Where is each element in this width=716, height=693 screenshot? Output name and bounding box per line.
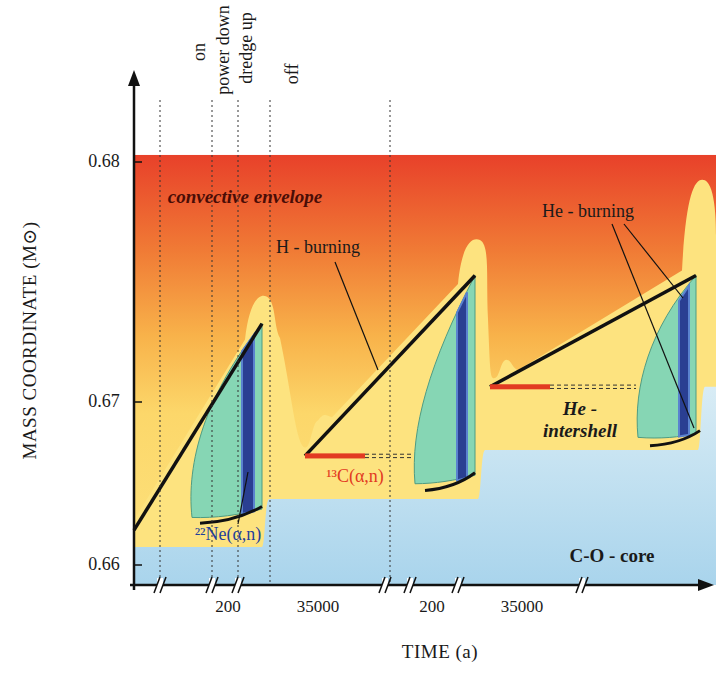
time-label: 200: [215, 598, 241, 617]
leader-lines: [238, 224, 694, 524]
pocket-dash: [365, 454, 412, 457]
break-mark: [385, 577, 391, 593]
shell-label: He - burning: [542, 202, 634, 222]
shell-label: H - burning: [276, 238, 360, 258]
break-mark: [212, 577, 218, 593]
neon-burning-strip: [457, 292, 467, 480]
time-label: 35000: [501, 598, 544, 617]
axis-breaks: [154, 577, 588, 593]
break-mark: [458, 577, 464, 593]
tick-label: 0.68: [88, 152, 120, 172]
he-shell-arc: [200, 506, 262, 523]
phase-label: off: [283, 64, 303, 85]
phase-label: power down: [214, 5, 234, 94]
envelope-region: convective envelope: [168, 186, 323, 208]
axes: [128, 70, 714, 591]
carbon-pocket: [490, 384, 550, 389]
he-shell-arc: [650, 431, 700, 446]
region-label: C-O - core: [569, 545, 654, 567]
convective-pulse: [637, 276, 696, 439]
time-label: 200: [419, 598, 445, 617]
he-shell-arc: [425, 473, 475, 491]
break-mark: [160, 577, 166, 593]
core-region: C-O - core: [569, 545, 654, 567]
region-label: convective envelope: [168, 186, 323, 208]
break-mark: [154, 577, 160, 593]
break-gap: [382, 578, 388, 592]
break-mark: [576, 577, 582, 593]
time-label: 35000: [297, 598, 340, 617]
neon-burning-strip: [242, 335, 254, 515]
break-gap: [407, 578, 413, 592]
break-mark: [238, 577, 244, 593]
break-gap: [455, 578, 461, 592]
reaction-label: ²²Ne(α,n): [195, 525, 262, 545]
intershell-region: He - intershell: [530, 398, 630, 442]
break-mark: [206, 577, 212, 593]
break-mark: [232, 577, 238, 593]
break-mark: [582, 577, 588, 593]
break-gap: [235, 578, 241, 592]
break-gap: [157, 578, 163, 592]
break-gap: [209, 578, 215, 592]
tick-label: 0.66: [88, 555, 120, 575]
h-shell-line: [490, 276, 696, 387]
break-mark: [379, 577, 385, 593]
reaction-label: ¹³C(α,n): [326, 467, 384, 487]
envelope-fill: [134, 155, 716, 585]
plot-area: [134, 155, 716, 585]
neon-burning-strip: [679, 286, 689, 437]
region-label: He - intershell: [530, 398, 630, 442]
carbon-pocket: [305, 453, 365, 458]
axis-title: MASS COORDINATE (M⊙): [20, 221, 41, 459]
break-mark: [410, 577, 416, 593]
h-shell-line: [134, 324, 262, 531]
pocket-dash: [550, 385, 636, 388]
tick-label: 0.67: [88, 392, 120, 412]
break-mark: [452, 577, 458, 593]
break-mark: [404, 577, 410, 593]
axis-title: TIME (a): [402, 642, 478, 663]
break-gap: [579, 578, 585, 592]
phase-dividers: [160, 100, 390, 585]
intershell-fill: [134, 180, 716, 585]
phase-label: dredge up: [237, 12, 257, 83]
phase-label: on: [190, 43, 210, 61]
